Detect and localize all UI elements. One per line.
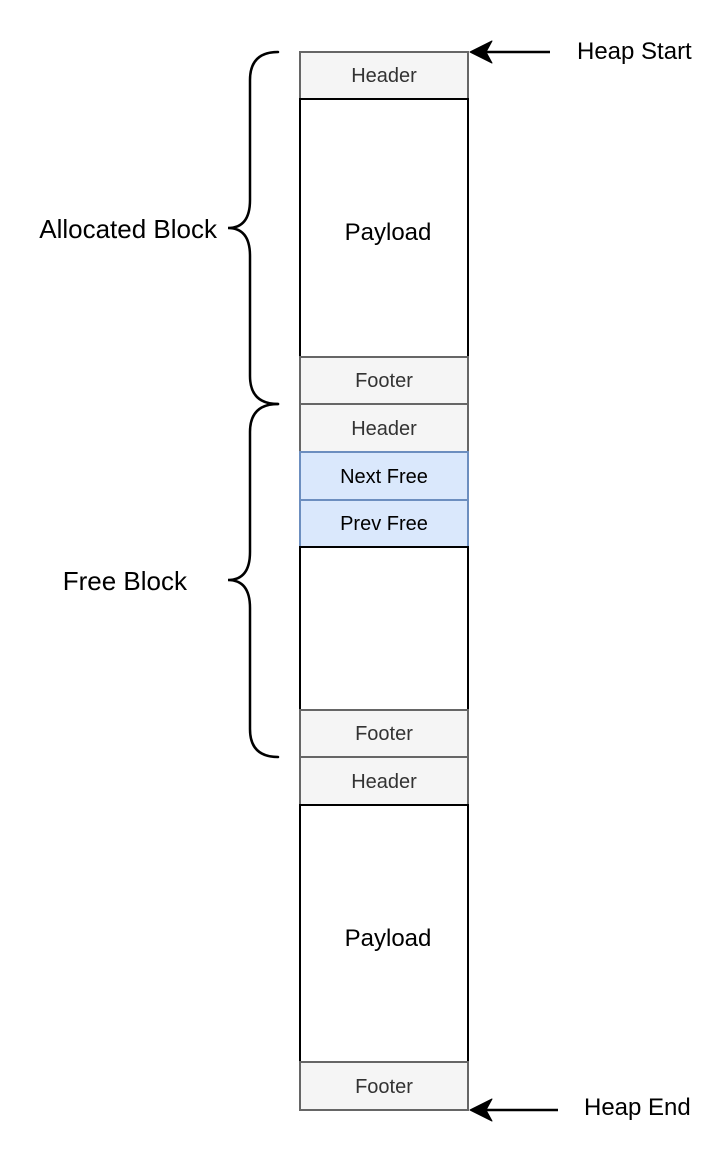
cell-footer-3: Footer bbox=[299, 1061, 469, 1111]
cell-next-free: Next Free bbox=[299, 451, 469, 501]
cell-payload-2: Payload bbox=[299, 804, 469, 1063]
arrow-heap-end: Heap End bbox=[469, 1094, 691, 1122]
cell-label: Footer bbox=[355, 370, 413, 392]
arrow-label: Heap End bbox=[584, 1094, 691, 1121]
cell-label: Footer bbox=[355, 1076, 413, 1098]
cell-label: Header bbox=[351, 418, 417, 440]
payload-label: Payload bbox=[345, 925, 432, 952]
arrow-heap-start: Heap Start bbox=[469, 38, 692, 65]
cell-prev-free: Prev Free bbox=[299, 499, 469, 548]
cell-header-1: Header bbox=[299, 51, 469, 100]
payload-label: Payload bbox=[345, 219, 432, 246]
curly-brace-icon bbox=[227, 50, 280, 406]
arrow-label: Heap Start bbox=[577, 38, 692, 65]
cell-label: Next Free bbox=[340, 466, 428, 488]
arrow-left-icon bbox=[469, 1098, 493, 1122]
cell-header-3: Header bbox=[299, 756, 469, 806]
brace-free-block: Free Block bbox=[63, 402, 280, 759]
brace-allocated-block: Allocated Block bbox=[39, 50, 280, 406]
cell-footer-1: Footer bbox=[299, 356, 469, 405]
brace-label: Free Block bbox=[63, 566, 188, 596]
cell-footer-2: Footer bbox=[299, 709, 469, 758]
cell-header-2: Header bbox=[299, 403, 469, 453]
cell-label: Header bbox=[351, 65, 417, 87]
cell-label: Footer bbox=[355, 723, 413, 745]
arrow-left-icon bbox=[469, 40, 493, 64]
curly-brace-icon bbox=[227, 402, 280, 759]
cell-free-space bbox=[299, 546, 469, 711]
cell-label: Prev Free bbox=[340, 513, 428, 535]
cell-payload-1: Payload bbox=[299, 98, 469, 358]
cell-label: Header bbox=[351, 771, 417, 793]
brace-label: Allocated Block bbox=[39, 214, 218, 244]
